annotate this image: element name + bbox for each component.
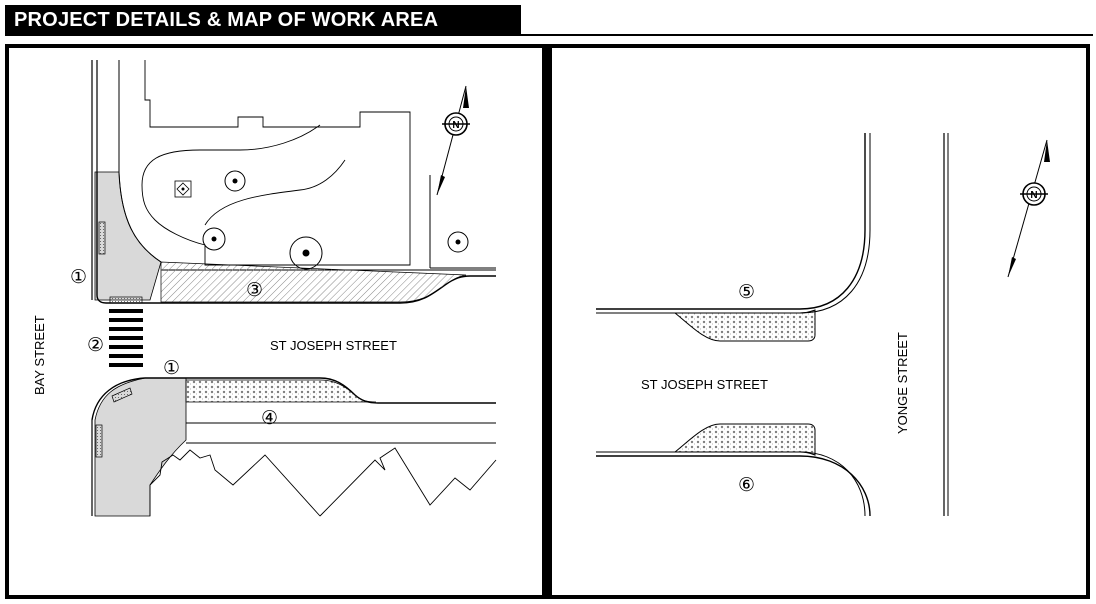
marker-2: ② <box>87 335 104 356</box>
curb-pad <box>95 424 103 458</box>
left-map-canvas: N BAY STREET ST JOSEPH STREET ① ② ① ③ ④ <box>32 60 497 517</box>
title-bar: PROJECT DETAILS & MAP OF WORK AREA <box>5 5 521 34</box>
tree-icon <box>289 236 323 270</box>
right-map-canvas: N ST JOSEPH STREET YONGE STREET ⑤ ⑥ <box>596 133 1050 517</box>
page-title: PROJECT DETAILS & MAP OF WORK AREA <box>14 9 439 31</box>
marker-5: ⑤ <box>738 282 755 303</box>
marker-4: ④ <box>261 408 278 429</box>
crosswalk <box>109 309 143 367</box>
tree-icon <box>224 170 246 192</box>
north-arrow-icon: N <box>1007 139 1050 278</box>
curb-pad <box>98 221 106 255</box>
north-arrow-icon: N <box>436 85 470 196</box>
curb-corner-southwest <box>596 455 871 517</box>
marker-6: ⑥ <box>738 475 755 496</box>
right-map-panel: N ST JOSEPH STREET YONGE STREET ⑤ ⑥ <box>548 44 1090 599</box>
curb-pad <box>111 387 133 403</box>
park-path <box>204 159 346 226</box>
title-rule <box>5 34 1093 36</box>
marker-1-top: ① <box>70 267 87 288</box>
marker-3: ③ <box>246 280 263 301</box>
work-area-3 <box>160 261 467 303</box>
work-area-6 <box>673 423 816 456</box>
work-area-5 <box>673 309 816 342</box>
curb-return-top <box>96 172 150 304</box>
st-joseph-street-label-right: ST JOSEPH STREET <box>641 377 768 392</box>
svg-text:N: N <box>452 120 459 131</box>
tree-icon <box>174 180 192 198</box>
curb-corner-northwest-inner <box>596 133 871 314</box>
building-outline-south <box>149 447 497 517</box>
bay-street-label: BAY STREET <box>32 315 47 395</box>
panel-divider <box>543 44 550 599</box>
st-joseph-street-label-left: ST JOSEPH STREET <box>270 338 397 353</box>
curb-return-top-inner <box>118 171 162 263</box>
curb-corner-northwest <box>596 133 866 310</box>
tree-icon <box>202 227 226 251</box>
svg-text:N: N <box>1030 190 1037 201</box>
curb-return-bottom <box>91 377 146 421</box>
sidewalk-area-bottom <box>94 377 187 517</box>
curb-corner-southwest-inner <box>596 451 866 517</box>
curb-pad <box>109 296 143 304</box>
left-map-panel: N BAY STREET ST JOSEPH STREET ① ② ① ③ ④ <box>5 44 546 599</box>
yonge-street-label: YONGE STREET <box>895 332 910 434</box>
tree-icon <box>447 231 469 253</box>
work-area-4 <box>185 379 377 403</box>
marker-1-bottom: ① <box>163 358 180 379</box>
park-outline <box>141 60 411 266</box>
